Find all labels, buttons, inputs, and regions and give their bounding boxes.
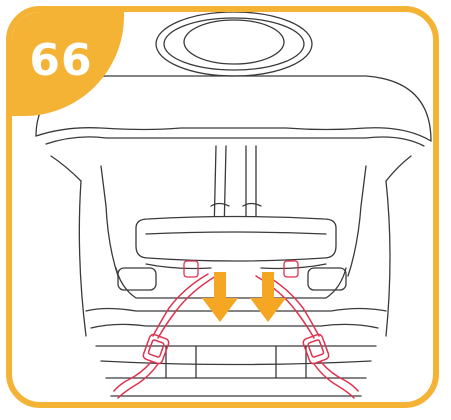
- down-arrow-icon: [202, 272, 238, 322]
- chest-pad: [136, 217, 336, 262]
- instruction-frame: 66: [6, 6, 439, 408]
- step-number: 66: [29, 35, 92, 86]
- seat-shell: [36, 76, 431, 336]
- headrest: [156, 12, 312, 76]
- seat-base: [86, 264, 386, 396]
- down-arrow-icon: [250, 272, 286, 322]
